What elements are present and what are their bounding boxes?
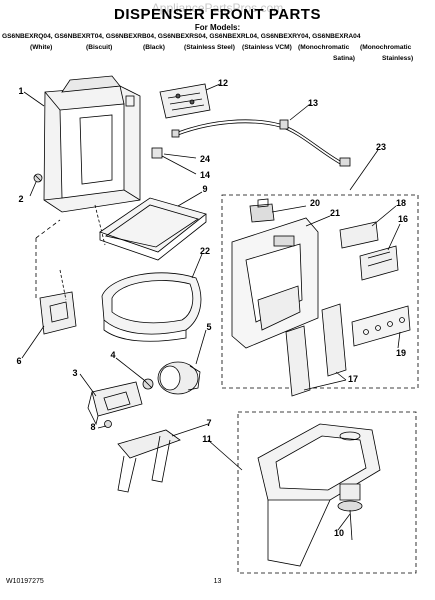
callout-18: 18 <box>395 198 406 208</box>
callout-11: 11 <box>202 434 212 444</box>
part-switch-housing-3 <box>87 381 143 426</box>
page-number: 13 <box>213 578 222 585</box>
color-stainless-steel: (Stainless Steel) <box>184 44 235 51</box>
document-number: W10197275 <box>6 578 44 585</box>
part-lever-7 <box>117 429 181 493</box>
part-clip-14 <box>151 147 163 159</box>
color-satina: Satina) <box>333 55 355 62</box>
assembly-group-box-11 <box>237 411 417 574</box>
part-board-16 <box>359 245 399 281</box>
callout-13: 13 <box>307 98 318 108</box>
part-bracket-6 <box>39 269 77 335</box>
callout-2: 2 <box>18 194 24 204</box>
color-stainless-vcm: (Stainless VCM) <box>242 44 292 51</box>
watermark: AppliancePartsPros.com <box>151 1 284 15</box>
part-screw-2 <box>33 173 43 183</box>
color-black: (Black) <box>143 44 165 51</box>
part-drip-tray-22 <box>101 272 202 342</box>
part-switch-20 <box>249 198 275 223</box>
page-title: DISPENSER FRONT PARTS <box>114 6 321 23</box>
assembly-group-box-23 <box>221 194 419 389</box>
part-control-board <box>159 83 211 119</box>
part-outlet-10 <box>337 483 363 541</box>
callout-8: 8 <box>90 422 96 432</box>
part-side-trim-17 <box>285 303 347 397</box>
part-motor-5 <box>157 361 201 395</box>
callout-7: 7 <box>206 418 212 428</box>
part-wire-harness <box>171 119 351 167</box>
color-monochromatic-2: (Monochromatic <box>360 44 412 51</box>
color-biscuit: (Biscuit) <box>86 44 113 51</box>
part-chute-11 <box>257 423 381 567</box>
callout-4: 4 <box>110 350 116 360</box>
callout-5: 5 <box>206 322 212 332</box>
callout-22: 22 <box>199 246 210 256</box>
part-housing <box>43 75 141 246</box>
callout-21: 21 <box>329 208 340 218</box>
model-list: GS6NBEXRQ04, GS6NBEXRT04, GS6NBEXRB04, G… <box>2 33 361 40</box>
part-module-18 <box>339 221 379 249</box>
part-front-panel-21 <box>231 217 319 349</box>
callout-16: 16 <box>397 214 408 224</box>
callout-3: 3 <box>72 368 78 378</box>
callout-14: 14 <box>199 170 210 180</box>
callout-1: 1 <box>18 86 24 96</box>
model-colors: (White) (Biscuit) (Black) (Stainless Ste… <box>0 44 435 66</box>
callout-6: 6 <box>16 356 22 366</box>
callout-17: 17 <box>347 374 358 384</box>
part-screw-8 <box>104 420 112 428</box>
color-monochromatic-1: (Monochromatic <box>298 44 350 51</box>
color-stainless: Stainless) <box>382 55 414 62</box>
callout-9: 9 <box>202 184 208 194</box>
callout-23: 23 <box>375 142 386 152</box>
part-tray-9 <box>99 197 207 261</box>
part-overlay-19 <box>351 305 411 347</box>
color-white: (White) <box>30 44 53 51</box>
for-models-label: For Models: <box>194 23 241 32</box>
callout-12: 12 <box>217 78 228 88</box>
callout-19: 19 <box>395 348 406 358</box>
callout-20: 20 <box>309 198 320 208</box>
callout-24: 24 <box>199 154 210 164</box>
callout-10: 10 <box>333 528 344 538</box>
part-actuator-4 <box>142 378 154 390</box>
